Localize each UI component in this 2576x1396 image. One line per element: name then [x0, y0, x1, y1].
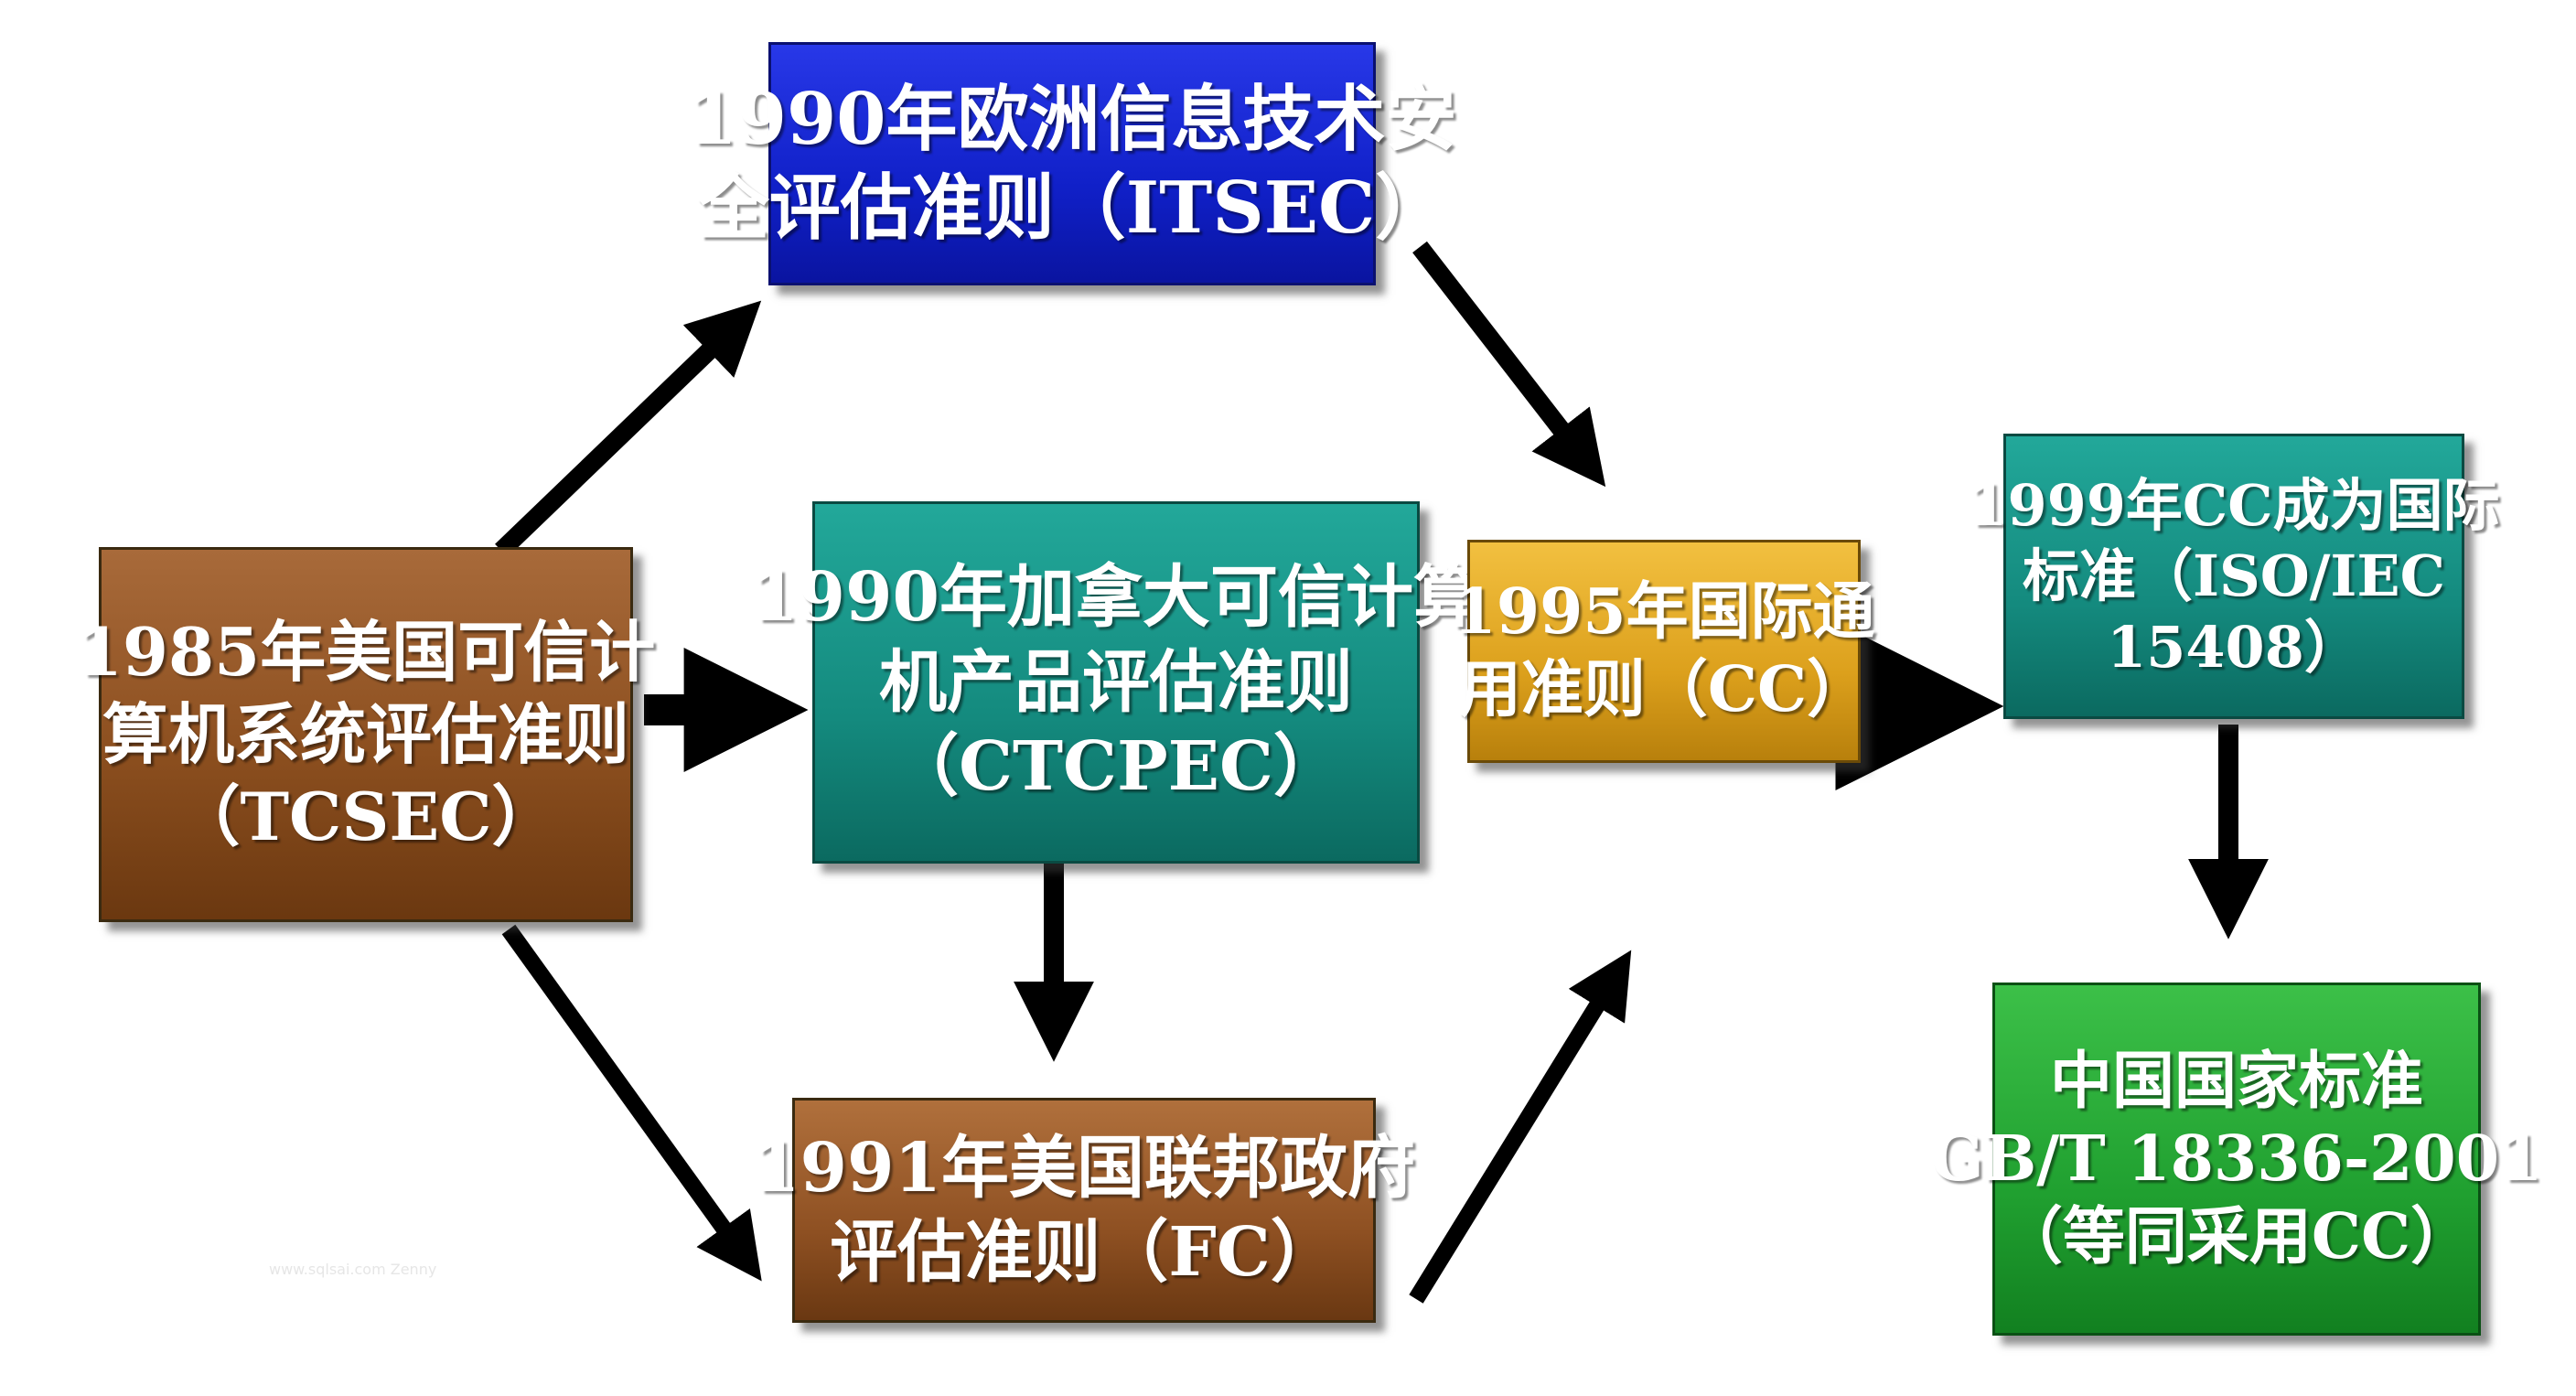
node-cc-line-1: 1995年国际通 [1453, 575, 1875, 649]
node-tcsec: 1985年美国可信计 算机系统评估准则 （TCSEC） [77, 547, 655, 922]
node-gbt-line-1: 中国国家标准 [2049, 1044, 2423, 1118]
node-iso: 1999年CC成为国际 标准（ISO/IEC 15408） [1968, 434, 2500, 719]
arrow-fc-to-cc [1409, 950, 1632, 1304]
node-tcsec-line-1: 1985年美国可信计 [76, 613, 656, 691]
node-iso-line-2: 标准（ISO/IEC [2022, 542, 2446, 610]
arrow-itsec-to-cc [1412, 241, 1606, 488]
node-itsec-line-2: 全评估准则（ITSEC） [697, 166, 1447, 250]
node-ctcpec: 1990年加拿大可信计算 机产品评估准则 （CTCPEC） [751, 501, 1481, 864]
arrow-tcsec-to-itsec [495, 300, 762, 558]
node-ctcpec-line-1: 1990年加拿大可信计算 [751, 558, 1481, 638]
node-itsec-line-1: 1990年欧洲信息技术安 [687, 77, 1457, 161]
watermark-text: www.sqlsai.com Zenny [269, 1261, 437, 1278]
node-gbt-line-2: GB/T 18336-2001 [1930, 1122, 2543, 1196]
node-gbt: 中国国家标准 GB/T 18336-2001 （等同采用CC） [1931, 983, 2542, 1336]
node-itsec: 1990年欧洲信息技术安 全评估准则（ITSEC） [687, 42, 1457, 285]
arrow-tcsec-to-fc [501, 924, 762, 1282]
node-cc-line-2: 用准则（CC） [1458, 653, 1870, 726]
node-ctcpec-line-3: （CTCPEC） [891, 727, 1341, 807]
node-tcsec-line-3: （TCSEC） [174, 778, 558, 855]
node-fc: 1991年美国联邦政府 评估准则（FC） [753, 1098, 1415, 1323]
node-ctcpec-line-2: 机产品评估准则 [879, 642, 1353, 722]
node-iso-line-3: 15408） [2107, 613, 2361, 681]
node-tcsec-line-2: 算机系统评估准则 [102, 695, 630, 773]
node-iso-line-1: 1999年CC成为国际 [1968, 471, 2500, 539]
node-fc-line-1: 1991年美国联邦政府 [753, 1128, 1415, 1208]
node-gbt-line-3: （等同采用CC） [2000, 1199, 2474, 1273]
node-cc: 1995年国际通 用准则（CC） [1453, 540, 1875, 763]
node-fc-line-2: 评估准则（FC） [830, 1213, 1338, 1292]
